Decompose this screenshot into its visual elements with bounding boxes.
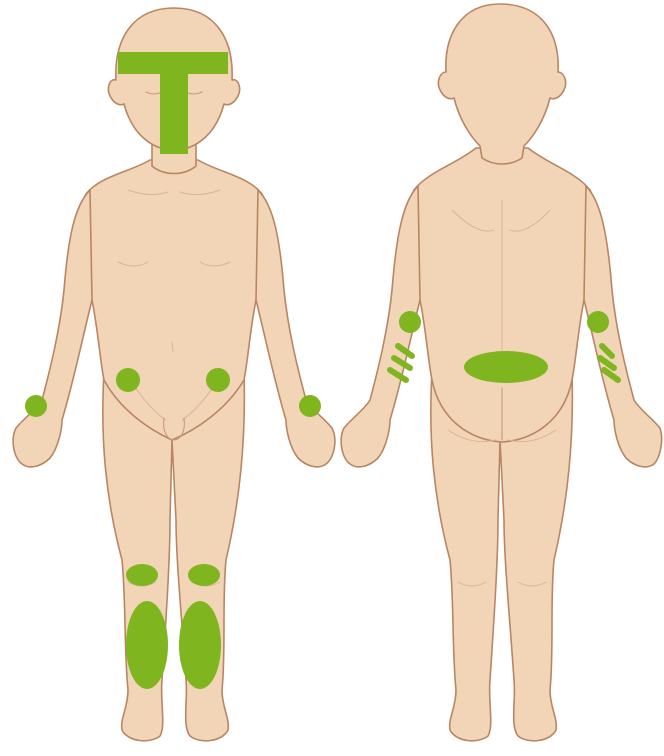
left-elbow-highlight	[399, 311, 421, 333]
left-wrist-highlight	[299, 395, 321, 417]
right-elbow-highlight	[587, 311, 609, 333]
left-groin-highlight	[206, 368, 230, 392]
back-head	[438, 4, 565, 164]
lower-back-highlight	[464, 351, 548, 383]
left-knee-highlight	[188, 564, 220, 586]
right-wrist-highlight	[25, 395, 47, 417]
central-face-highlight	[160, 52, 188, 154]
right-groin-highlight	[116, 368, 140, 392]
left-shin-highlight	[179, 601, 221, 689]
front-right-arm	[13, 190, 92, 467]
right-knee-highlight	[126, 564, 158, 586]
right-shin-highlight	[126, 601, 168, 689]
front-left-arm	[256, 190, 335, 467]
